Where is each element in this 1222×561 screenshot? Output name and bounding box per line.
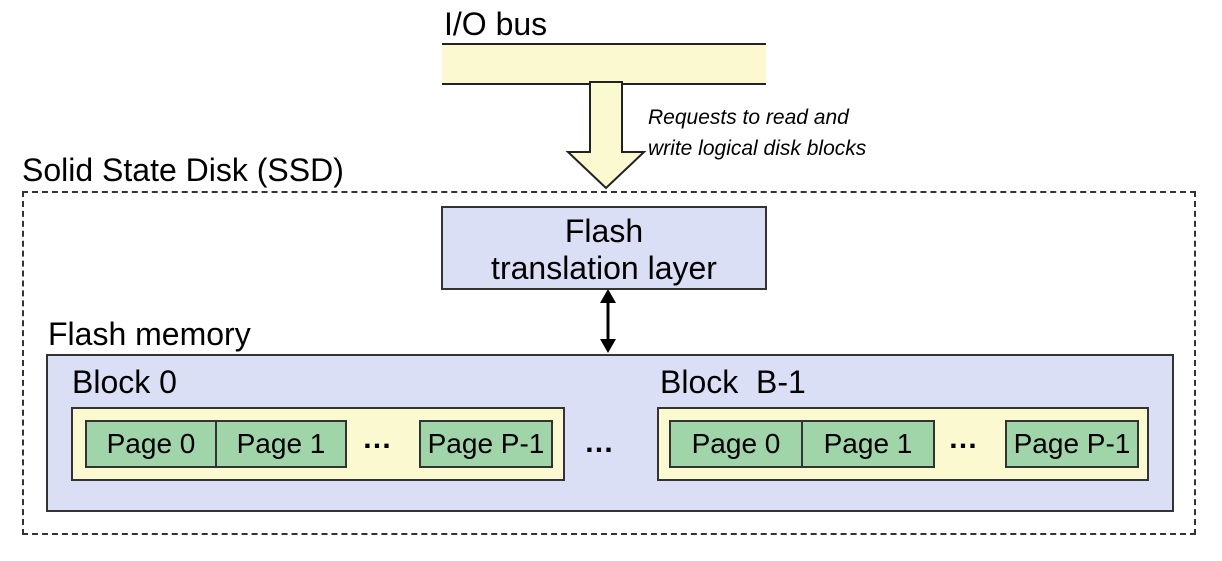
block-last-page-last: Page P-1 (1005, 420, 1139, 468)
ftl-line2: translation layer (491, 250, 717, 286)
block-0-ellipsis: … (362, 422, 394, 455)
block-last-ellipsis: … (948, 422, 980, 455)
block-0-page-0: Page 0 (85, 420, 217, 468)
block-0-page-last: Page P-1 (419, 420, 553, 468)
ssd-container (22, 191, 1196, 535)
ssd-label: Solid State Disk (SSD) (22, 152, 344, 188)
request-note-line1: Requests to read and (648, 106, 849, 129)
block-last-page-1: Page 1 (801, 420, 935, 468)
block-0-page-1: Page 1 (215, 420, 347, 468)
request-arrow-icon (565, 81, 647, 190)
flash-memory-label: Flash memory (48, 316, 251, 352)
bidirectional-arrow-icon (600, 289, 616, 353)
block-last-label: Block B-1 (660, 364, 806, 400)
between-blocks-ellipsis: … (584, 426, 616, 459)
io-bus-label: I/O bus (444, 6, 548, 42)
block-0-label: Block 0 (72, 364, 177, 400)
io-bus (442, 43, 766, 85)
flash-translation-layer: Flash translation layer (441, 206, 767, 290)
block-last-page-0: Page 0 (669, 420, 803, 468)
request-note: Requests to read and write logical disk … (648, 102, 866, 164)
ftl-line1: Flash (564, 213, 644, 249)
request-note-line2: write logical disk blocks (648, 137, 867, 160)
